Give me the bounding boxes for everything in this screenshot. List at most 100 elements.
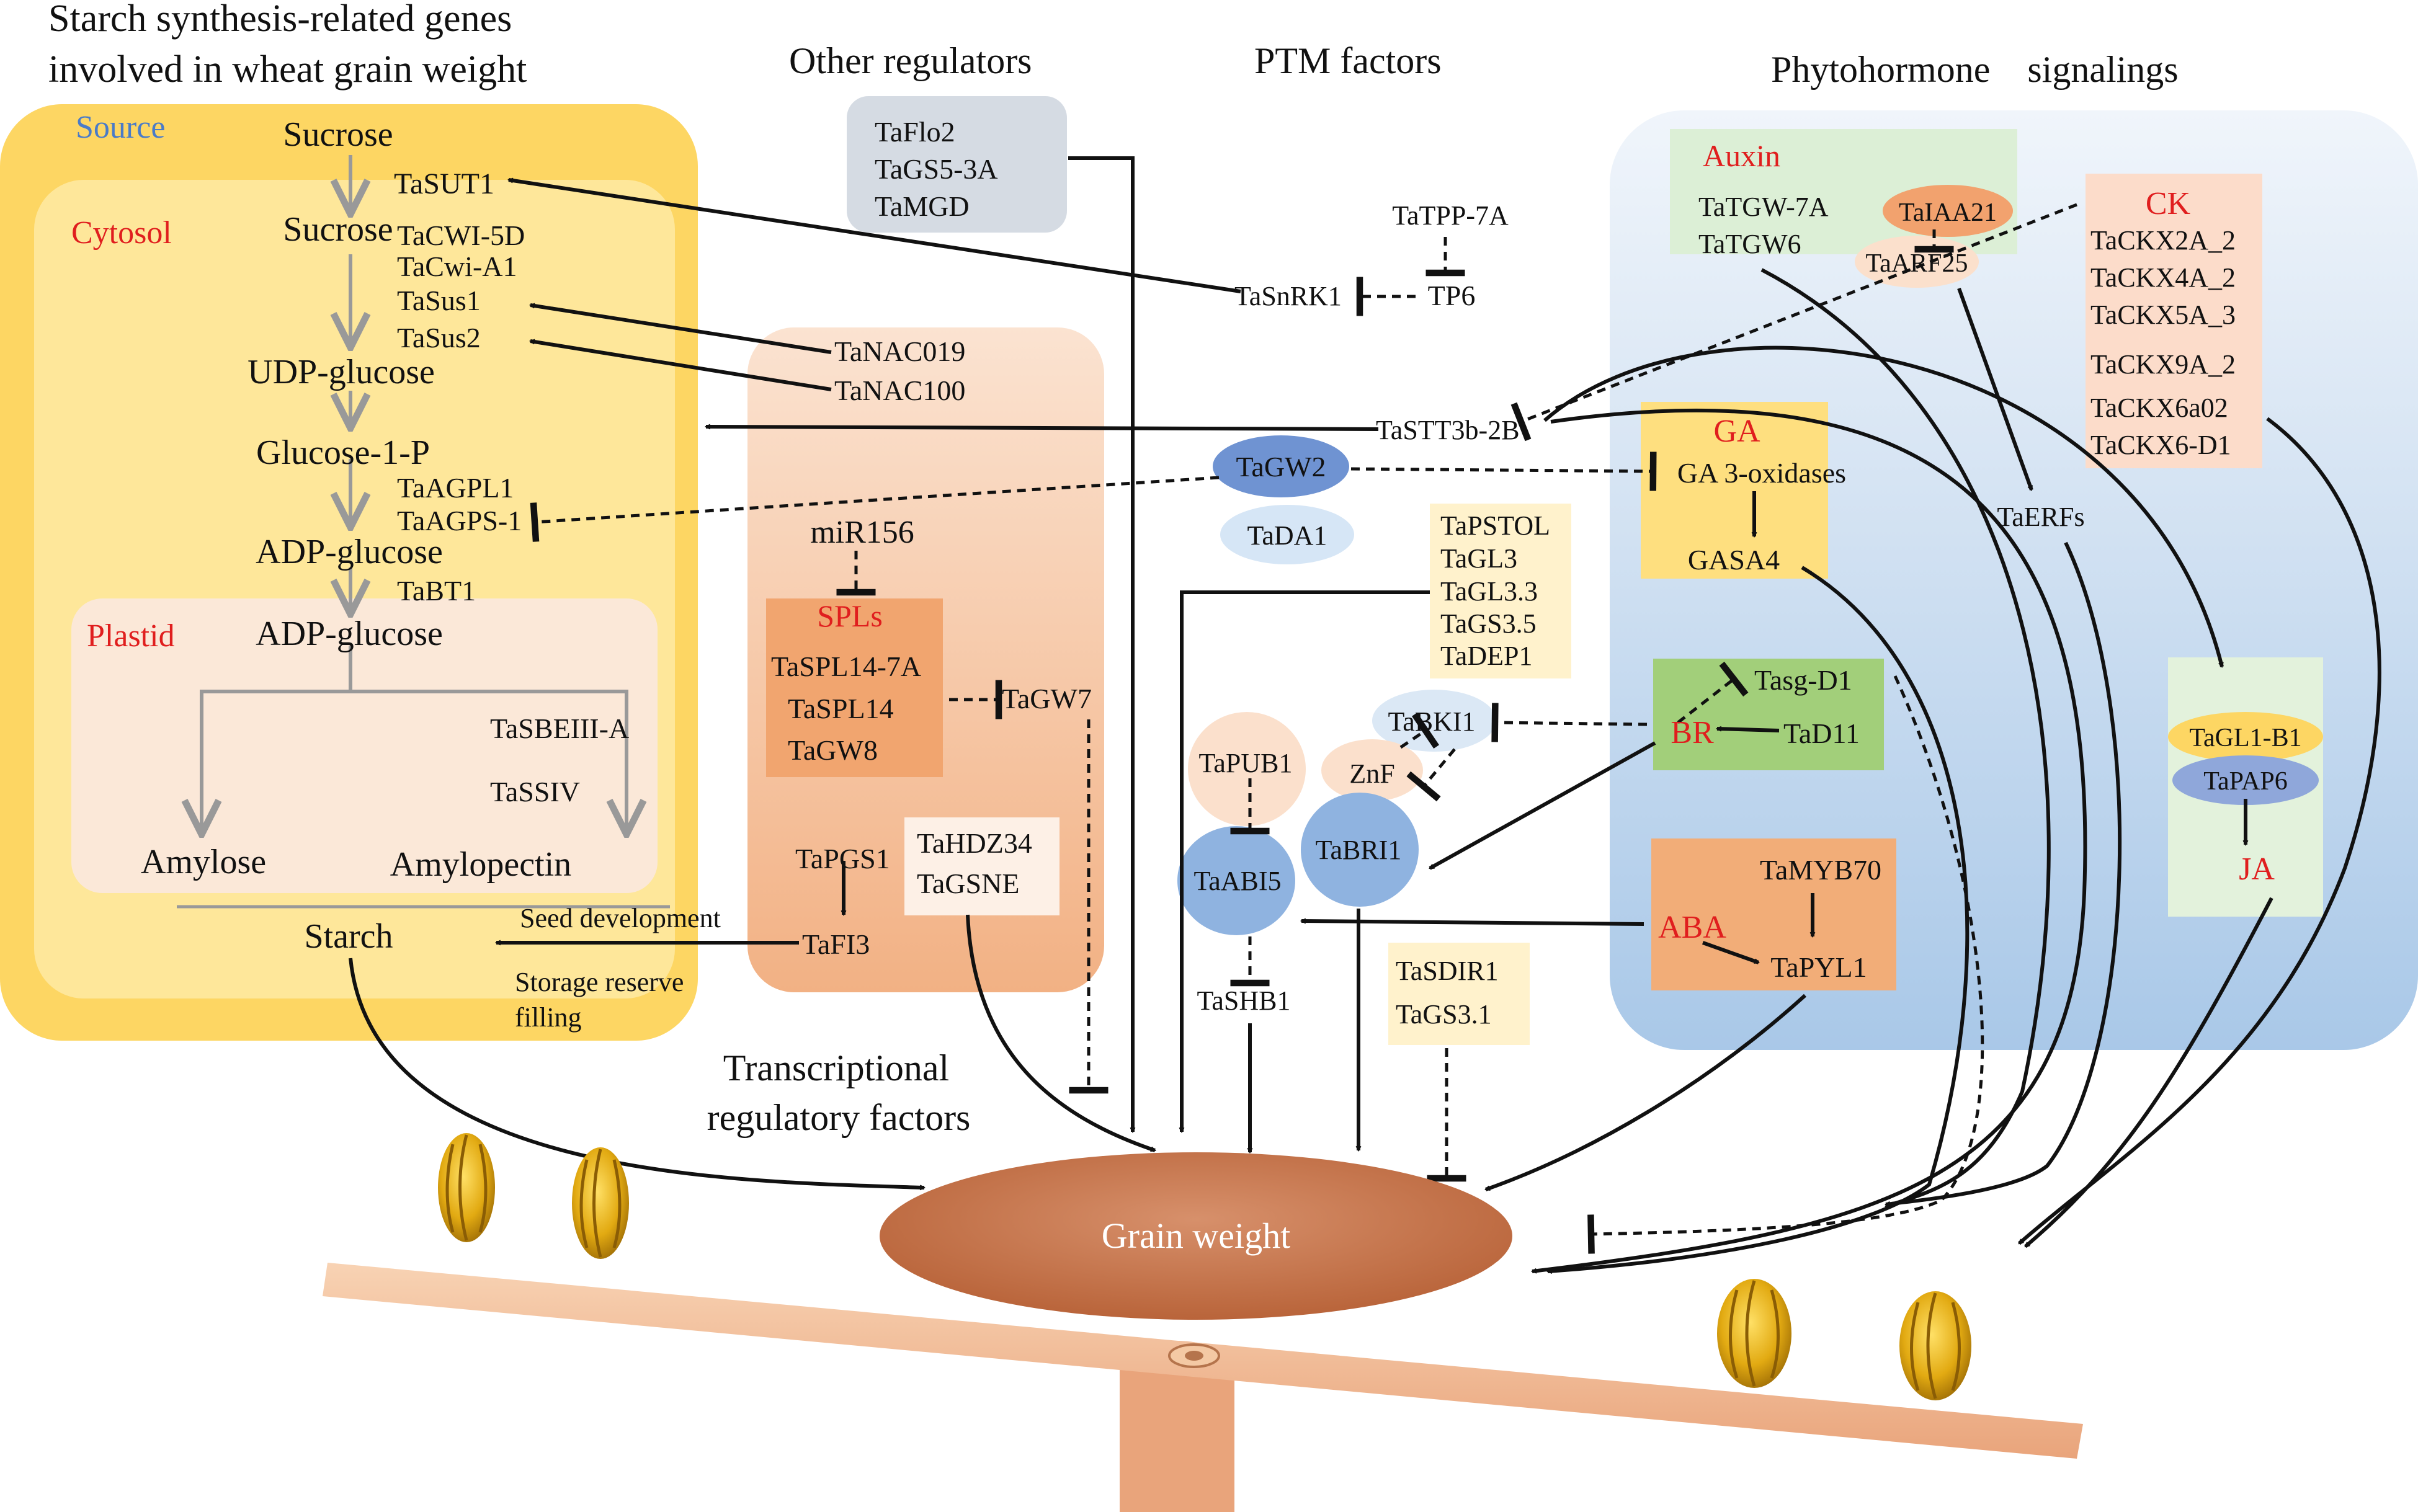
ptm-tp6: TP6 [1428,280,1476,311]
tf-hdz-2: TaGSNE [917,868,1019,899]
arrow-snrk1-sut1 [509,180,1241,293]
gene-agps1: TaAGPS-1 [397,505,522,536]
znf-ellipse [1321,739,1423,801]
arrow-aba-pyl1 [1702,941,1759,964]
auxin-arf25: TaARF25 [1865,249,1968,278]
br-sgd1: Tasg-D1 [1754,664,1852,696]
gene-sbeiii: TaSBEIII-A [490,713,629,744]
tbar-bki1-bri1 [1406,748,1456,802]
label-plastid: Plastid [87,618,175,654]
arrow-stt3b-cytosol [706,427,1379,431]
ptm-da1: TaDA1 [1247,520,1327,551]
tf-spl-3: TaGW8 [788,734,878,766]
arrow-aba-abi5 [1301,921,1644,926]
node-amylopectin: Amylopectin [390,845,571,884]
pap6-ellipse [2172,755,2319,805]
seed-icon [438,1133,495,1242]
tf-pgs1: TaPGS1 [795,843,890,874]
scale-stand [1120,1351,1234,1512]
other-reg-3: TaMGD [875,190,970,222]
label-cytosol: Cytosol [71,215,172,251]
arrow-starch-grain [349,958,924,1188]
ptm-pub1: TaPUB1 [1199,748,1293,778]
gl1b1-ellipse [2168,712,2323,762]
tbar-gw2-ga3ox [1350,451,1657,491]
tf-nac100: TaNAC100 [834,375,965,406]
tf-hdz-1: TaHDZ34 [917,827,1032,859]
ptm-bri1: TaBRI1 [1316,835,1402,865]
arrow-br-bri1 [1430,741,1656,870]
tbar-br-bki1 [1491,703,1648,742]
gw2-ellipse [1213,435,1349,497]
other-regulators-box [847,96,1067,233]
arrow-erfs-grain [1886,541,2122,1204]
ck-title: CK [2146,186,2191,221]
ptm-bki1: TaBKI1 [1388,706,1475,737]
tf-spl-2: TaSPL14 [788,693,894,724]
ja-pap6: TaPAP6 [2203,767,2288,796]
ck-gene-5: TaCKX6a02 [2090,393,2228,423]
gene-sus1: TaSus1 [397,285,481,316]
hdz-box [904,817,1060,915]
heading-tf-2: regulatory factors [707,1097,971,1138]
ptm-group-3: TaGL3.3 [1440,576,1538,607]
ptm-abi5: TaABI5 [1193,866,1281,896]
label-source: Source [76,110,165,145]
gene-cwia1: TaCwi-A1 [397,251,517,282]
ck-gene-6: TaCKX6-D1 [2090,430,2231,460]
heading-other: Other regulators [789,40,1032,81]
ptm-tpp7a: TaTPP-7A [1392,200,1509,231]
br-title: BR [1671,715,1714,750]
ptm-gene-box [1430,504,1571,678]
iaa21-ellipse [1883,185,2013,237]
ck-gene-2: TaCKX4A_2 [2090,262,2236,293]
other-reg-2: TaGS5-3A [875,153,998,185]
seed-icon [572,1147,629,1259]
heading-phyto: Phytohormone signalings [1771,49,2179,90]
aba-myb70: TaMYB70 [1760,854,1881,886]
tf-gw7: TaGW7 [1002,683,1092,714]
ptm-znf: ZnF [1349,758,1394,789]
tf-nac019: TaNAC019 [834,336,965,367]
gene-sus2: TaSus2 [397,322,481,354]
auxin-gene-2: TaTGW6 [1698,229,1801,259]
pub1-ellipse [1188,712,1306,826]
ja-gl1b1: TaGL1-B1 [2189,724,2301,752]
da1-ellipse [1220,505,1354,564]
node-adp-glucose-2: ADP-glucose [256,615,443,653]
aba-pyl1: TaPYL1 [1770,951,1867,983]
tbar-znf-bki1 [1399,712,1439,749]
arrow-nac100-sus2 [530,341,832,391]
gene-sut1: TaSUT1 [394,167,494,200]
ptm-group-1: TaPSTOL [1440,510,1550,541]
tf-fi3: TaFI3 [802,928,870,960]
other-reg-1: TaFlo2 [875,116,955,148]
auxin-title: Auxin [1703,138,1780,173]
note-storage-2: filling [515,1002,582,1033]
arrow-d11-br [1717,729,1780,732]
seed-icon [1899,1291,1971,1400]
gene-ssiv: TaSSIV [490,776,580,807]
heading-ptm: PTM factors [1254,40,1442,81]
bri1-ellipse [1301,793,1419,907]
ja-title: JA [2239,852,2275,887]
tf-spls: SPLs [817,598,883,633]
node-sucrose-top: Sucrose [283,115,393,154]
ck-box [2086,174,2262,468]
note-seed-dev: Seed development [520,903,721,933]
ga-oxidases: GA 3-oxidases [1677,457,1846,489]
aba-title: ABA [1658,910,1726,945]
gene-bt1: TaBT1 [397,575,476,607]
note-storage-1: Storage reserve [515,967,684,997]
arrow-pyl1-grain [1486,994,1807,1191]
aba-box [1651,838,1896,990]
abi5-ellipse [1177,826,1295,935]
node-udp-glucose: UDP-glucose [248,353,435,391]
arrow-stt3b-ja [1543,345,2224,667]
gene-cwi5d: TaCWI-5D [397,220,525,251]
ck-gene-4: TaCKX9A_2 [2090,349,2236,380]
tbar-gw2-agps1 [530,476,1220,542]
ga-title: GA [1713,414,1760,449]
